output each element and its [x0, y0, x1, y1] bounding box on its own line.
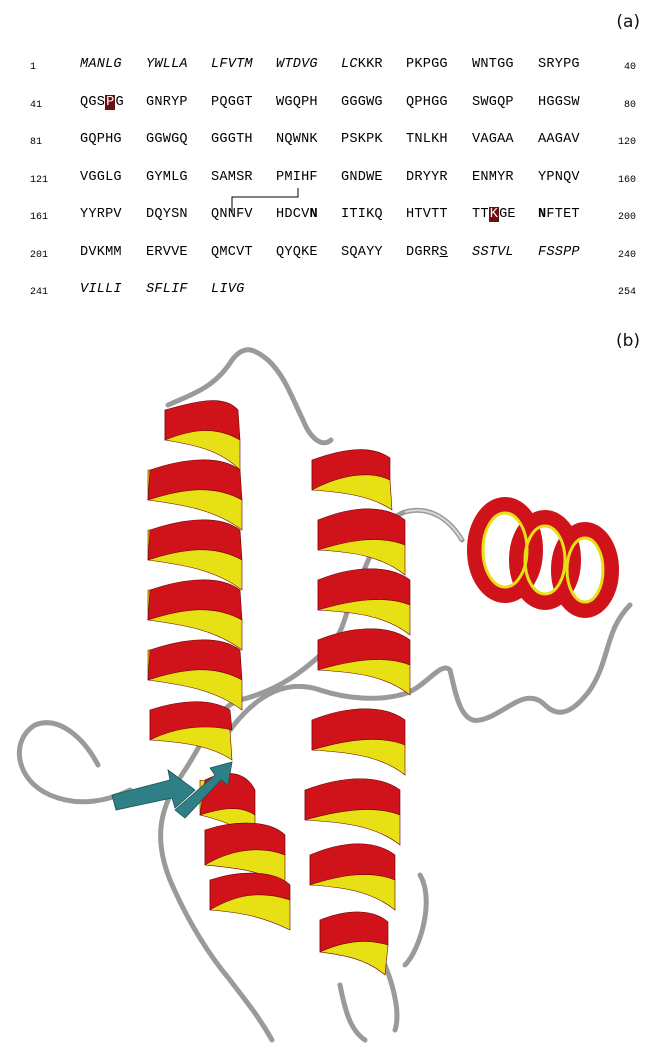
sequence-block: SWGQP — [472, 95, 514, 110]
sequence-block: PKPGG — [406, 57, 448, 72]
sequence-block: SFLIF — [146, 282, 188, 297]
sequence-block: WGQPH — [276, 95, 318, 110]
sequence-block: TNLKH — [406, 132, 448, 147]
residue-start-number: 241 — [30, 287, 48, 298]
sequence-block: SSTVL — [472, 245, 514, 260]
sequence-block: TTKGE — [472, 207, 516, 222]
sequence-block: QMCVT — [211, 245, 253, 260]
sequence-block: QNNFV — [211, 207, 253, 222]
sequence-block: MANLG — [80, 57, 122, 72]
residue-end-number: 254 — [618, 287, 636, 298]
sequence-block: QYQKE — [276, 245, 318, 260]
sequence-block: DQYSN — [146, 207, 188, 222]
sequence-block: DVKMM — [80, 245, 122, 260]
helix-lower-left — [200, 773, 290, 930]
residue-start-number: 41 — [30, 100, 42, 111]
coil-left-loop — [19, 723, 130, 802]
sequence-block: LIVG — [211, 282, 244, 297]
sequence-block: PMIHF — [276, 170, 318, 185]
sequence-block: VILLI — [80, 282, 122, 297]
sequence-block: GNDWE — [341, 170, 383, 185]
residue-start-number: 161 — [30, 212, 48, 223]
sequence-block: QPHGG — [406, 95, 448, 110]
coil-right-loop — [230, 605, 630, 730]
sequence-block: ITIKQ — [341, 207, 383, 222]
sequence-block: GGGWG — [341, 95, 383, 110]
helix-top-right — [475, 505, 611, 610]
highlighted-residue: K — [489, 207, 499, 222]
glycosylation-site: N — [309, 207, 317, 222]
residue-end-number: 200 — [618, 212, 636, 223]
sequence-block: HTVTT — [406, 207, 448, 222]
glycosylation-site: N — [538, 207, 546, 222]
sequence-block: GYMLG — [146, 170, 188, 185]
helix-right — [305, 450, 410, 975]
sequence-row: 161 YYRPV DQYSN QNNFV HDCVN ITIKQ HTVTT TTKGE NF… — [0, 207, 646, 229]
residue-start-number: 121 — [30, 175, 48, 186]
sequence-block: NFTET — [538, 207, 580, 222]
sequence-block: PSKPK — [341, 132, 383, 147]
residue-end-number: 160 — [618, 175, 636, 186]
sequence-block: DRYYR — [406, 170, 448, 185]
protein-structure-ribbon — [0, 340, 646, 1048]
sequence-block: HGGSW — [538, 95, 580, 110]
sequence-row: 41 QGSPG GNRYP PQGGT WGQPH GGGWG QPHGG SWGQP HGG… — [0, 95, 646, 117]
sequence-block: YWLLA — [146, 57, 188, 72]
highlighted-residue: P — [105, 95, 115, 110]
residue-end-number: 40 — [624, 62, 636, 73]
residue-end-number: 240 — [618, 250, 636, 261]
sequence-block: DGRRS — [406, 245, 448, 260]
sequence-block: GNRYP — [146, 95, 188, 110]
residue-start-number: 201 — [30, 250, 48, 261]
residue-start-number: 1 — [30, 62, 36, 73]
sequence-block: SQAYY — [341, 245, 383, 260]
sequence-block: LFVTM — [211, 57, 253, 72]
sequence-row: 1 MANLG YWLLA LFVTM WTDVG LCKKR PKPGG WNTGG SRYP… — [0, 57, 646, 79]
sequence-block: PQGGT — [211, 95, 253, 110]
sequence-block: GGWGQ — [146, 132, 188, 147]
sequence-row: 201 DVKMM ERVVE QMCVT QYQKE SQAYY DGRRS SSTVL FS… — [0, 245, 646, 267]
sequence-block: HDCVN — [276, 207, 318, 222]
sequence-block: ERVVE — [146, 245, 188, 260]
residue-start-number: 81 — [30, 137, 42, 148]
sequence-block: ENMYR — [472, 170, 514, 185]
residue-end-number: 120 — [618, 137, 636, 148]
panel-label-a: (a) — [616, 12, 640, 32]
residue-end-number: 80 — [624, 100, 636, 111]
sequence-block: GQPHG — [80, 132, 122, 147]
sequence-row: 81 GQPHG GGWGQ GGGTH NQWNK PSKPK TNLKH VAGAA AAG… — [0, 132, 646, 154]
sequence-block: QGSPG — [80, 95, 124, 110]
sequence-block: VAGAA — [472, 132, 514, 147]
sequence-block: YYRPV — [80, 207, 122, 222]
sequence-block: SAMSR — [211, 170, 253, 185]
sequence-block: GGGTH — [211, 132, 253, 147]
sequence-block: LCKKR — [341, 57, 383, 72]
gpi-anchor-site: S — [439, 245, 447, 260]
sequence-block: WNTGG — [472, 57, 514, 72]
sequence-block: VGGLG — [80, 170, 122, 185]
sequence-block: WTDVG — [276, 57, 318, 72]
sequence-block: FSSPP — [538, 245, 580, 260]
sequence-block: YPNQV — [538, 170, 580, 185]
sequence-block: NQWNK — [276, 132, 318, 147]
sequence-row: 241 VILLI SFLIF LIVG 254 — [0, 282, 646, 304]
sequence-row: 121 VGGLG GYMLG SAMSR PMIHF GNDWE DRYYR ENMYR YP… — [0, 170, 646, 192]
sequence-block: SRYPG — [538, 57, 580, 72]
sequence-block: AAGAV — [538, 132, 580, 147]
